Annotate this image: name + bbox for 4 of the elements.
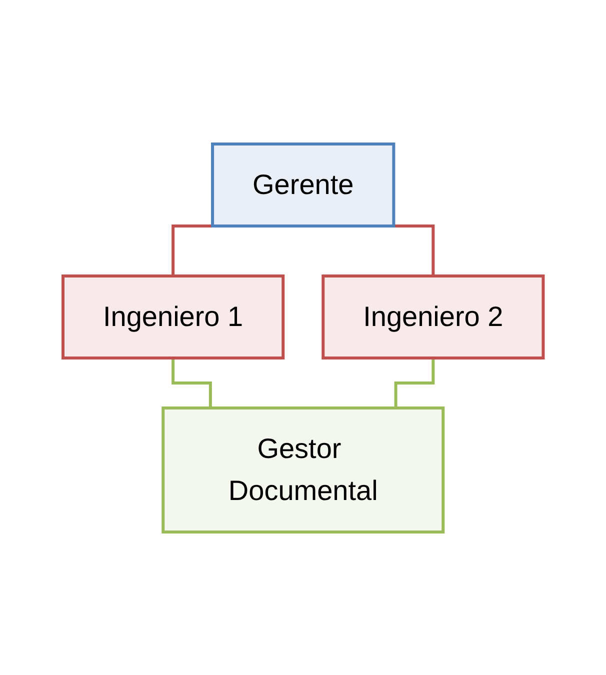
node-box: Gestor Documental [162,406,444,533]
node-box: Gerente [210,142,396,227]
node-box: Ingeniero 1 [61,274,284,359]
node-box: Ingeniero 2 [322,274,545,359]
